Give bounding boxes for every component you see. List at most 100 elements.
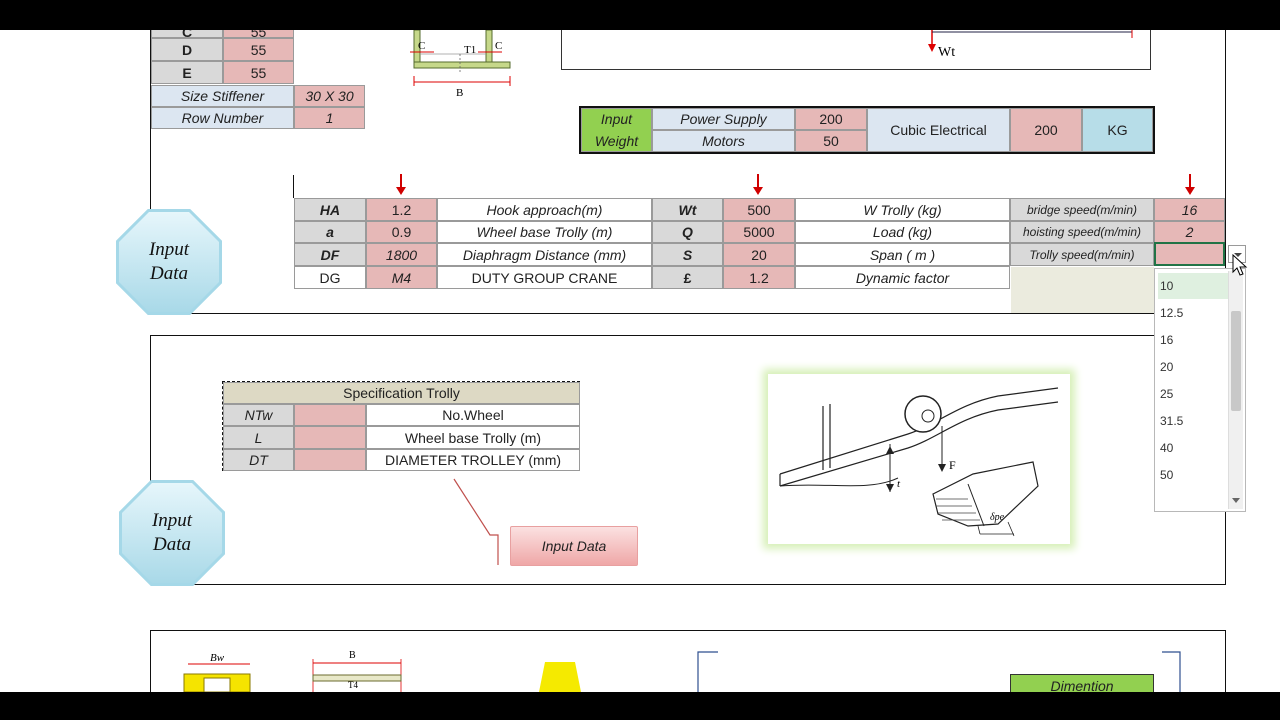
bw-label: Bw xyxy=(210,652,225,664)
hoisting-speed-value[interactable]: 2 xyxy=(1154,221,1225,243)
param-ha-value[interactable]: 1.2 xyxy=(366,198,437,221)
param-a-key: a xyxy=(294,221,366,243)
girder-section-drawing xyxy=(410,30,511,86)
arrow-1-head xyxy=(396,187,406,195)
spec-l-key: L xyxy=(223,426,294,449)
load-wt-label: Wt xyxy=(938,45,956,60)
figure-delta-label: δpe xyxy=(990,512,1005,523)
motors-value[interactable]: 50 xyxy=(795,130,867,152)
badge-2-line2: Data xyxy=(152,534,191,555)
load-diagram-box xyxy=(561,30,1151,70)
badge-1-line1: Input xyxy=(148,239,190,260)
arrow-3-shaft xyxy=(1189,174,1191,188)
param-ha-desc: Hook approach(m) xyxy=(437,198,652,221)
bridge-speed-value[interactable]: 16 xyxy=(1154,198,1225,221)
param-q-desc: Load (kg) xyxy=(795,221,1010,243)
dropdown-option-50[interactable]: 50 xyxy=(1160,468,1174,482)
row-label-c: C xyxy=(151,30,223,38)
param-s-value[interactable]: 20 xyxy=(723,243,795,266)
size-stiffener-value[interactable]: 30 X 30 xyxy=(294,85,365,107)
dimension-label: Dimention xyxy=(1010,674,1154,692)
spec-ntw-value[interactable] xyxy=(294,404,366,426)
yellow-profile-drawing xyxy=(539,662,581,692)
param-a-value[interactable]: 0.9 xyxy=(366,221,437,243)
figure-t-label: t xyxy=(897,478,901,490)
scroll-down-icon[interactable] xyxy=(1231,495,1241,505)
param-dg-desc: DUTY GROUP CRANE xyxy=(437,266,652,289)
spec-dt-value[interactable] xyxy=(294,449,366,471)
param-q-key: Q xyxy=(652,221,723,243)
input-weight-title: Input Weight xyxy=(581,108,652,152)
bracket-box xyxy=(696,650,1182,692)
dropdown-option-12-5[interactable]: 12.5 xyxy=(1160,306,1184,320)
row-number-value[interactable]: 1 xyxy=(294,107,365,129)
trolly-speed-label: Trolly speed(m/min) xyxy=(1010,243,1154,266)
trolley-wheel-figure: F t δpe xyxy=(768,374,1070,544)
motors-label: Motors xyxy=(652,130,795,152)
arrow-2-head xyxy=(753,187,763,195)
section-b-label: B xyxy=(456,87,464,99)
callout-line xyxy=(453,478,499,565)
arrow-2-shaft xyxy=(757,174,759,188)
trolly-speed-cell[interactable] xyxy=(1154,242,1225,266)
b-section-drawing xyxy=(312,659,402,692)
param-q-value[interactable]: 5000 xyxy=(723,221,795,243)
cubic-electrical-value[interactable]: 200 xyxy=(1010,108,1082,152)
param-wt-key: Wt xyxy=(652,198,723,221)
power-supply-label: Power Supply xyxy=(652,108,795,130)
dropdown-option-10[interactable]: 10 xyxy=(1158,273,1230,299)
param-dg-key: DG xyxy=(294,266,366,289)
b-label: B xyxy=(349,650,356,661)
row-value-c[interactable]: 55 xyxy=(223,30,294,38)
cubic-electrical-label: Cubic Electrical xyxy=(867,108,1010,152)
param-wt-value[interactable]: 500 xyxy=(723,198,795,221)
chevron-down-icon xyxy=(1234,253,1242,257)
input-weight-frame xyxy=(579,106,1155,154)
row-value-e[interactable]: 55 xyxy=(223,61,294,84)
spreadsheet-sheet: C 55 D 55 E 55 Size Stiffener 30 X 30 Ro… xyxy=(0,30,1280,692)
power-supply-value[interactable]: 200 xyxy=(795,108,867,130)
badge-2-line1: Input xyxy=(151,510,193,531)
size-stiffener-label: Size Stiffener xyxy=(151,85,294,107)
param-dg-value[interactable]: M4 xyxy=(366,266,437,289)
t4-label: T4 xyxy=(348,680,358,690)
dropdown-option-40[interactable]: 40 xyxy=(1160,441,1174,455)
bridge-speed-label: bridge speed(m/min) xyxy=(1010,198,1154,221)
param-ha-key: HA xyxy=(294,198,366,221)
weight-unit: KG xyxy=(1082,108,1153,152)
param-s-desc: Span ( m ) xyxy=(795,243,1010,266)
bw-section-drawing xyxy=(183,663,251,692)
arrow-3-head xyxy=(1185,187,1195,195)
bottom-section-frame xyxy=(150,630,1226,692)
row-label-e: E xyxy=(151,61,223,84)
section-c-right-label: C xyxy=(495,40,503,52)
mouse-cursor-icon xyxy=(1232,254,1248,276)
input-data-button[interactable]: Input Data xyxy=(510,526,638,566)
param-dyn-desc: Dynamic factor xyxy=(795,266,1010,289)
spec-ntw-key: NTw xyxy=(223,404,294,426)
row-value-d[interactable]: 55 xyxy=(223,38,294,61)
dropdown-scrollbar[interactable] xyxy=(1228,271,1243,509)
param-wt-desc: W Trolly (kg) xyxy=(795,198,1010,221)
spec-dt-key: DT xyxy=(223,449,294,471)
load-diagram-drawing xyxy=(928,30,1133,52)
trolly-speed-dropdown-list[interactable]: 10 12.5 16 20 25 31.5 40 50 xyxy=(1154,268,1246,512)
dropdown-option-20[interactable]: 20 xyxy=(1160,360,1174,374)
param-df-value[interactable]: 1800 xyxy=(366,243,437,266)
arrow-1-shaft xyxy=(400,174,402,188)
dropdown-option-25[interactable]: 25 xyxy=(1160,387,1174,401)
param-dyn-value[interactable]: 1.2 xyxy=(723,266,795,289)
dropdown-option-31-5[interactable]: 31.5 xyxy=(1160,414,1184,428)
dropdown-option-16[interactable]: 16 xyxy=(1160,333,1174,347)
trolley-wheel-sketch xyxy=(779,387,1059,537)
dropdown-scroll-thumb[interactable] xyxy=(1231,311,1241,411)
section-c-left-label: C xyxy=(418,40,426,52)
top-section-frame xyxy=(150,30,1226,314)
blank-shaded-cell xyxy=(1011,267,1154,313)
spec-l-value[interactable] xyxy=(294,426,366,449)
hoisting-speed-label: hoisting speed(m/min) xyxy=(1010,221,1154,243)
